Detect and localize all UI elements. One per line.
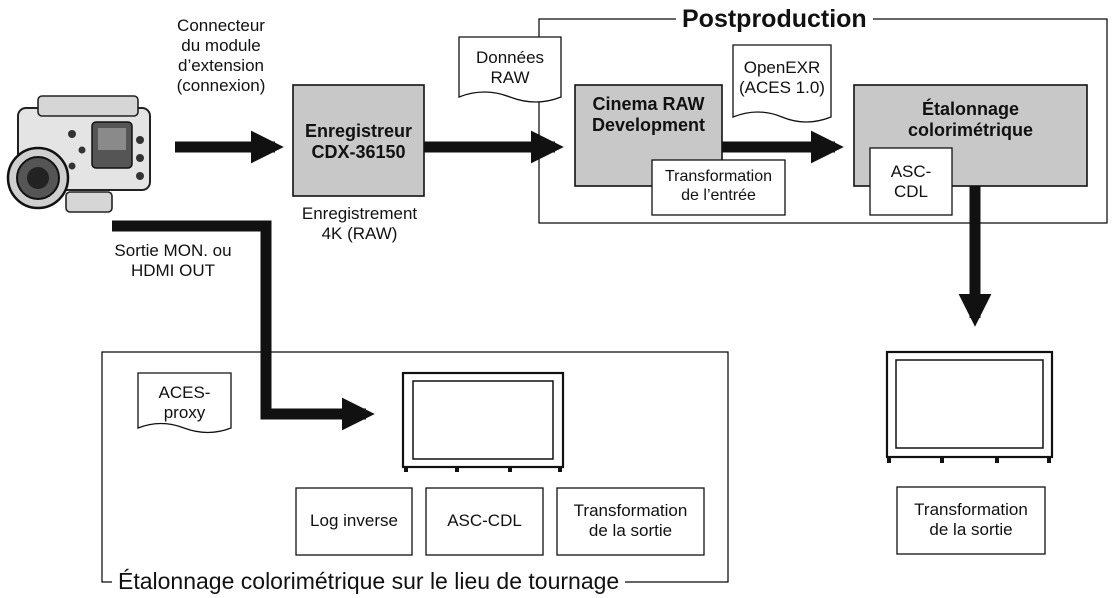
camera-icon [6, 95, 151, 213]
aces-proxy-label: ACES- proxy [158, 383, 211, 422]
post-output-transform-label: Transformation de la sortie [914, 500, 1028, 539]
grading-label: Étalonnage colorimétrique [907, 99, 1034, 140]
onset-output-transform-label: Transformation de la sortie [573, 501, 688, 540]
recorder-box [292, 84, 425, 197]
onset-output-transform-box [556, 487, 705, 556]
asc-cdl-post-box [869, 147, 953, 216]
asc-cdl-post-label: ASC- CDL [890, 162, 932, 201]
connector-label: Connecteur du module d’extension (connex… [176, 16, 266, 95]
aces-proxy-doc [137, 372, 232, 434]
cinema-raw-label: Cinema RAW Development [591, 94, 706, 135]
onset-title: Étalonnage colorimétrique sur le lieu de… [112, 568, 626, 594]
output-label: Sortie MON. ou HDMI OUT [114, 241, 232, 280]
log-inverse-label: Log inverse [310, 511, 398, 530]
arrow-camera-to-onset-monitor [112, 220, 375, 431]
asc-cdl-onset-label: ASC-CDL [447, 511, 522, 530]
input-transform-label: Transformation de l’entrée [665, 168, 772, 204]
post-output-transform-box [896, 486, 1046, 555]
recorder-name: Enregistreur CDX-36150 [304, 121, 413, 162]
recorder-caption: Enregistrement 4K (RAW) [301, 204, 418, 243]
asc-cdl-onset-box [425, 487, 544, 556]
raw-data-doc [458, 36, 562, 103]
onset-monitor-icon [401, 371, 565, 472]
openexr-label: OpenEXR (ACES 1.0) [739, 58, 825, 97]
openexr-doc [732, 44, 832, 123]
post-monitor-icon [885, 350, 1054, 463]
raw-data-label: Données RAW [475, 48, 545, 87]
log-inverse-box [295, 487, 413, 556]
postproduction-title: Postproduction [676, 5, 873, 33]
input-transform-box [651, 159, 786, 216]
